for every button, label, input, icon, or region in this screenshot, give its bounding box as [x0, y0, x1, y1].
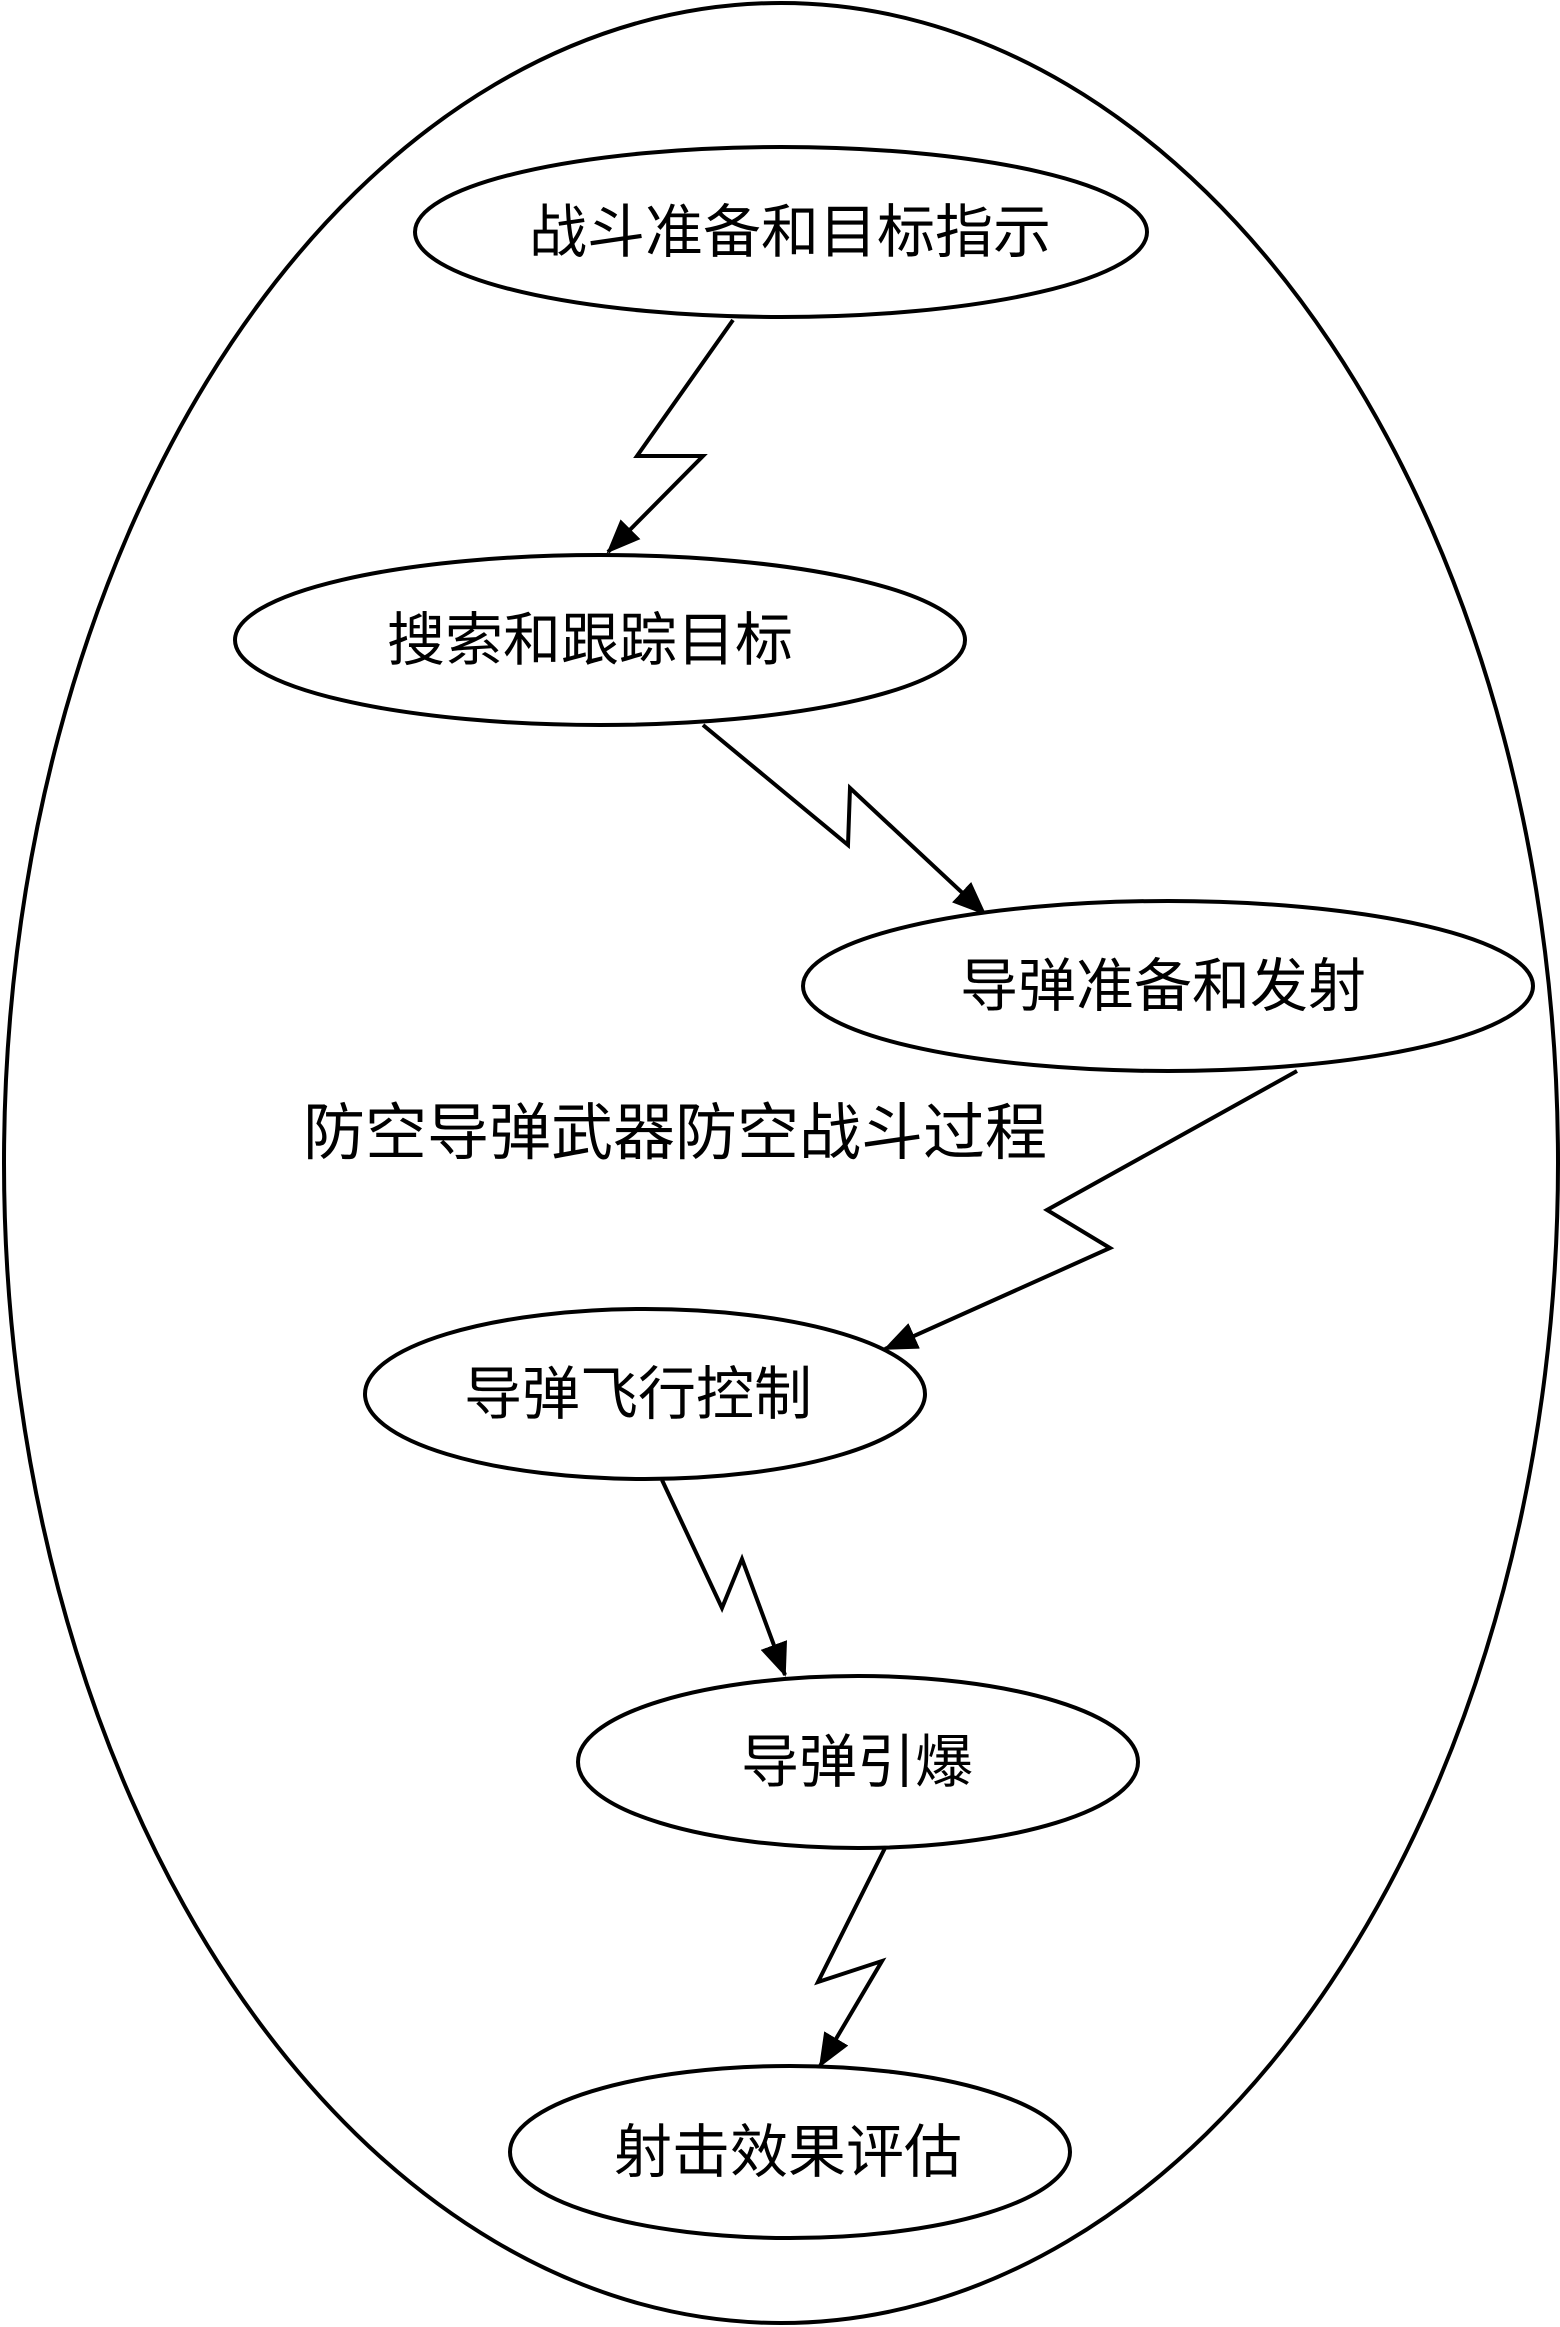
node-combat-preparation: 战斗准备和目标指示: [413, 145, 1149, 319]
node-label: 导弹准备和发射: [960, 952, 1366, 1020]
node-flight-control: 导弹飞行控制: [363, 1307, 927, 1481]
arrow-2-to-3: [701, 723, 987, 916]
container-label: 防空导弹武器防空战斗过程: [303, 1096, 1047, 1169]
node-label: 战斗准备和目标指示: [529, 198, 1051, 266]
node-label: 导弹飞行控制: [464, 1360, 812, 1428]
arrow-3-to-4: [883, 1069, 1298, 1351]
node-label: 搜索和跟踪目标: [387, 606, 793, 674]
arrow-1-to-2: [606, 318, 735, 554]
node-missile-launch: 导弹准备和发射: [801, 899, 1535, 1073]
node-search-track: 搜索和跟踪目标: [233, 553, 967, 727]
node-effect-evaluation: 射击效果评估: [508, 2064, 1072, 2240]
node-detonation: 导弹引爆: [576, 1674, 1140, 1850]
arrow-4-to-5: [660, 1479, 788, 1677]
arrow-5-to-6: [814, 1847, 887, 2068]
node-label: 导弹引爆: [741, 1728, 973, 1796]
node-label: 射击效果评估: [614, 2118, 962, 2186]
